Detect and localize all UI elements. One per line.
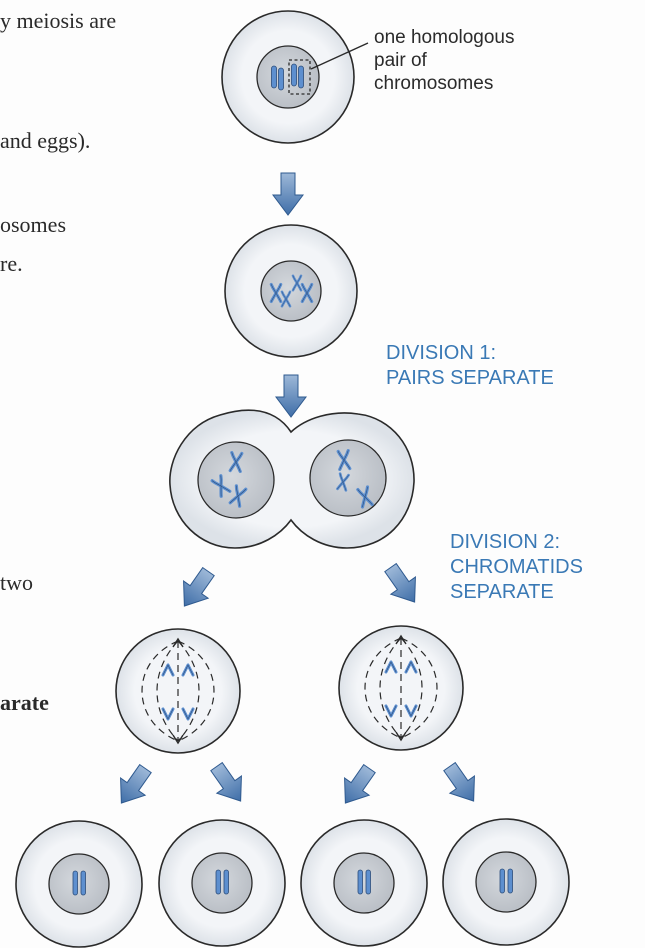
arrow-end-4 <box>436 757 487 811</box>
arrow-end-2 <box>203 757 254 811</box>
division-1-label: DIVISION 1: PAIRS SEPARATE <box>386 341 554 391</box>
gamete-cell-2 <box>158 819 286 947</box>
spindle-cell-left <box>116 629 240 753</box>
gamete-cell-4 <box>442 818 570 946</box>
arrow-end-1 <box>108 759 159 813</box>
division-2-line-1: DIVISION 2: <box>450 531 561 553</box>
homologous-label-line-2: pair of <box>374 50 427 71</box>
side-text-line-2: and eggs). <box>0 128 91 153</box>
arrow-diag-left <box>171 562 222 616</box>
dividing-cell <box>169 409 415 549</box>
side-text-line-6: arate <box>0 690 49 715</box>
division-1-line-2: PAIRS SEPARATE <box>386 367 554 389</box>
parent-cell <box>221 10 355 144</box>
division-2-line-3: SEPARATE <box>450 581 554 603</box>
side-text-line-5: two <box>0 570 33 595</box>
homologous-label-line-3: chromosomes <box>374 73 494 94</box>
arrow-down-1 <box>272 172 304 216</box>
side-text-line-1: y meiosis are <box>0 8 117 33</box>
side-text-line-3: osomes <box>0 212 66 237</box>
gamete-cell-3 <box>300 819 428 947</box>
arrow-down-2 <box>275 374 307 418</box>
division-2-line-2: CHROMATIDS <box>450 556 583 578</box>
homologous-pointer-line <box>310 42 369 70</box>
homologous-pair-label: one homologous pair of chromosomes <box>374 26 515 95</box>
spindle-cell-right <box>339 626 463 750</box>
homologous-label-line-1: one homologous <box>374 27 515 48</box>
arrow-end-3 <box>332 759 383 813</box>
side-text-line-4: re. <box>0 251 23 276</box>
gamete-cell-1 <box>15 820 143 948</box>
arrow-diag-right <box>377 558 428 612</box>
replicated-cell <box>224 224 358 358</box>
division-1-line-1: DIVISION 1: <box>386 342 497 364</box>
division-2-label: DIVISION 2: CHROMATIDS SEPARATE <box>450 530 583 605</box>
